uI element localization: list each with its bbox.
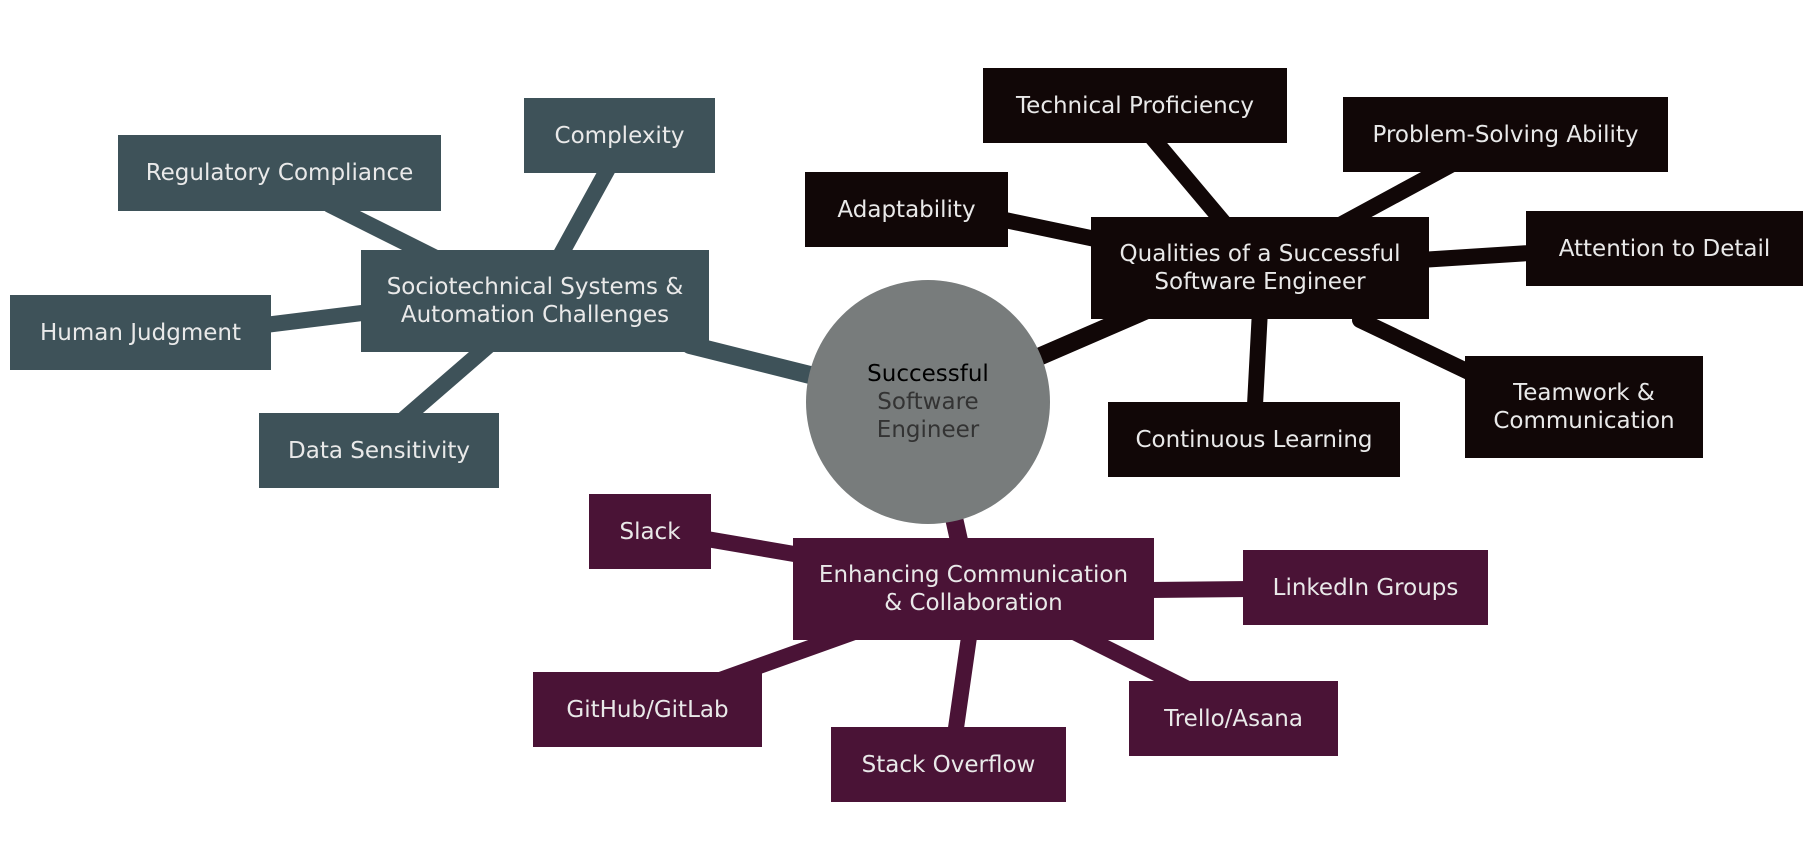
node-trello-asana[interactable]: Trello/Asana bbox=[1129, 681, 1338, 756]
node-continuous-learning[interactable]: Continuous Learning bbox=[1108, 402, 1400, 477]
node-teamwork-communication[interactable]: Teamwork & Communication bbox=[1465, 356, 1703, 458]
edge-c-trello bbox=[1062, 622, 1198, 698]
edge-q-technical bbox=[1142, 127, 1238, 238]
central-topic-line-2: Engineer bbox=[876, 417, 980, 443]
node-technical-proficiency[interactable]: Technical Proficiency bbox=[983, 68, 1287, 143]
node-regulatory-compliance[interactable]: Regulatory Compliance bbox=[118, 135, 441, 211]
node-stack-overflow[interactable]: Stack Overflow bbox=[831, 727, 1066, 802]
node-adaptability[interactable]: Adaptability bbox=[805, 172, 1008, 247]
branch-communication-line-2: & Collaboration bbox=[884, 590, 1063, 616]
node-problem-solving[interactable]: Problem-Solving Ability bbox=[1343, 97, 1668, 172]
branch-sociotechnical[interactable]: Sociotechnical Systems & Automation Chal… bbox=[361, 250, 709, 352]
branch-communication[interactable]: Enhancing Communication & Collaboration bbox=[793, 538, 1154, 640]
central-topic-word-2: Software bbox=[877, 389, 979, 415]
branch-sociotechnical-line-1: Sociotechnical Systems & bbox=[386, 274, 684, 300]
node-slack[interactable]: Slack bbox=[589, 494, 711, 569]
node-teamwork-line-2: Communication bbox=[1493, 408, 1675, 434]
central-topic-word-1: Successful bbox=[867, 361, 989, 387]
central-topic[interactable]: Successful Software Engineer bbox=[806, 280, 1050, 524]
node-data-sensitivity[interactable]: Data Sensitivity bbox=[259, 413, 499, 488]
edge-q-continuous bbox=[1247, 302, 1268, 413]
node-complexity[interactable]: Complexity bbox=[524, 98, 715, 173]
edge-c-stack bbox=[947, 622, 978, 743]
branch-qualities-line-2: Software Engineer bbox=[1154, 269, 1366, 295]
node-attention-to-detail[interactable]: Attention to Detail bbox=[1526, 211, 1803, 286]
node-linkedin-groups[interactable]: LinkedIn Groups bbox=[1243, 550, 1488, 625]
edge-center-socio bbox=[681, 336, 819, 384]
edge-c-linkedin bbox=[1142, 581, 1258, 598]
branch-communication-line-1: Enhancing Communication bbox=[818, 562, 1129, 588]
branch-qualities-line-1: Qualities of a Successful bbox=[1119, 241, 1401, 267]
edge-c-slack bbox=[687, 529, 808, 563]
branch-qualities[interactable]: Qualities of a Successful Software Engin… bbox=[1091, 217, 1429, 319]
edge-q-attention bbox=[1412, 245, 1538, 268]
node-github-gitlab[interactable]: GitHub/GitLab bbox=[533, 672, 762, 747]
edge-socio-data bbox=[397, 332, 503, 426]
edge-q-teamwork bbox=[1352, 312, 1483, 383]
edge-socio-complexity bbox=[547, 157, 618, 273]
node-teamwork-line-1: Teamwork & bbox=[1513, 380, 1655, 406]
edge-q-adapt bbox=[997, 212, 1108, 248]
edge-socio-human bbox=[257, 304, 378, 333]
node-human-judgment[interactable]: Human Judgment bbox=[10, 295, 271, 370]
branch-sociotechnical-line-2: Automation Challenges bbox=[400, 302, 670, 328]
